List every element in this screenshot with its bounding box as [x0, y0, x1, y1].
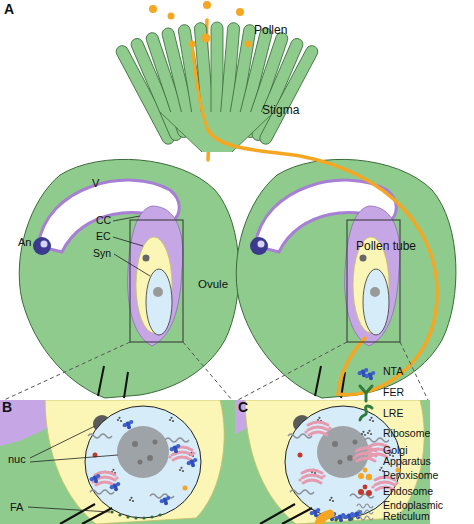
legend-icons — [352, 368, 379, 520]
legend-text: Peroxisome — [383, 470, 455, 481]
part-label: Ovule — [198, 278, 228, 291]
legend-text: NTA — [383, 366, 455, 377]
part-label: Stigma — [262, 104, 299, 117]
legend-text: Endoplasmic Reticulum — [383, 500, 455, 522]
pollen-tube-right — [208, 130, 437, 395]
zoom-dashes — [4, 342, 428, 400]
part-label: CC — [96, 215, 111, 227]
part-label: An — [18, 236, 31, 248]
legend-text: LRE — [383, 408, 455, 419]
panel-letter: B — [2, 400, 12, 415]
legend-text: FER — [383, 387, 455, 398]
panel-b — [0, 400, 235, 524]
stigma-body — [160, 112, 274, 152]
leader-lines — [28, 216, 150, 512]
pollen-grains — [149, 1, 252, 48]
stigma-outline — [160, 112, 274, 152]
ovule-left — [19, 159, 239, 398]
part-label: FA — [10, 501, 23, 513]
panel-letter: C — [238, 400, 248, 415]
pollen-tube-stigma — [192, 44, 208, 130]
legend-text: Ribosome — [383, 428, 455, 439]
zoom-box-left — [130, 220, 183, 342]
zoom-box-right — [347, 220, 400, 342]
legend-text: Golgi Apparatus — [383, 445, 455, 467]
panel-letter: A — [4, 2, 14, 17]
part-label: Pollen tube — [356, 240, 416, 253]
part-label: Syn — [93, 248, 111, 260]
part-label: Pollen — [254, 24, 287, 37]
part-label: V — [92, 177, 99, 189]
part-label: nuc — [8, 453, 26, 465]
legend-text: Endosome — [383, 486, 455, 497]
part-label: EC — [96, 231, 111, 243]
